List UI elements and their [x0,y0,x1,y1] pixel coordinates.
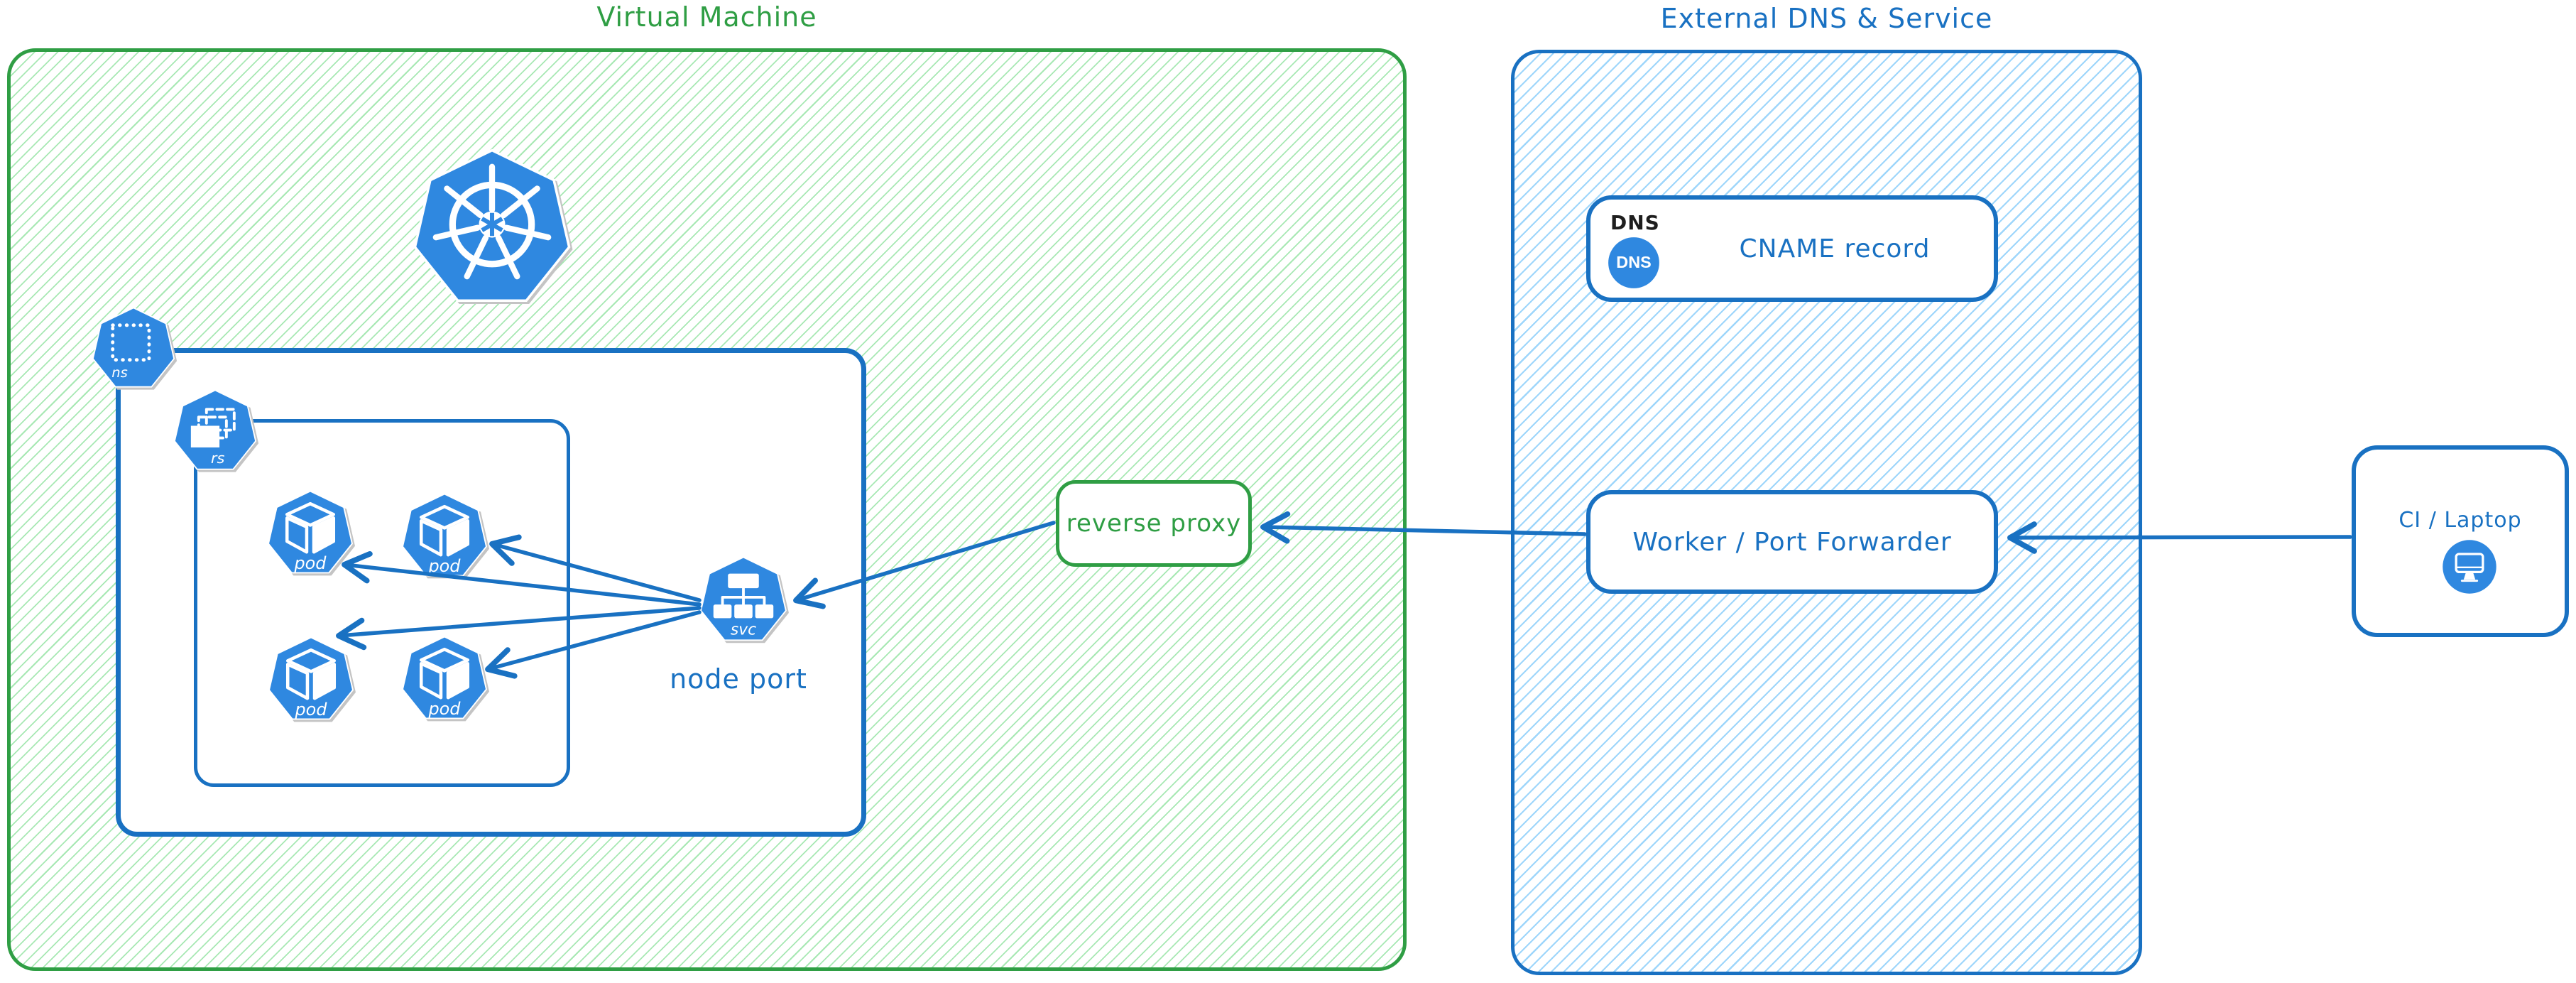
external-dns-service-title: External DNS & Service [1660,3,1993,34]
worker-port-forwarder-box: Worker / Port Forwarder [1586,490,1998,594]
ci-laptop-box: CI / Laptop [2352,445,2569,637]
dns-icon: DNS [1608,237,1659,288]
replicaset-icon: rs [173,389,257,470]
monitor-icon [2443,540,2496,594]
pod-icon-label: pod [294,700,327,719]
pod-icon-label: pod [427,556,461,576]
pod-icon: pod [268,490,353,574]
dns-tag-label: DNS [1610,211,1660,234]
reverse-proxy-label: reverse proxy [1066,509,1242,538]
pod-icon: pod [402,493,487,577]
pod-icon-label: pod [427,699,461,719]
node-port-caption: node port [670,663,807,695]
namespace-icon: ns [92,307,175,388]
service-icon-label: svc [731,621,756,639]
ci-laptop-label: CI / Laptop [2398,508,2522,533]
cname-record-label: CNAME record [1739,234,1931,264]
reverse-proxy-box: reverse proxy [1056,480,1252,567]
service-icon: svc [700,556,787,641]
virtual-machine-title: Virtual Machine [596,1,817,33]
worker-port-forwarder-label: Worker / Port Forwarder [1632,527,1952,557]
pod-icon-label: pod [293,553,327,573]
cname-record-box: DNS DNS CNAME record [1586,195,1998,302]
pod-icon: pod [268,636,354,720]
kubernetes-logo-icon [413,148,571,302]
dns-icon-label: DNS [1616,253,1651,271]
namespace-icon-label: ns [111,364,128,381]
replicaset-icon-label: rs [211,450,225,467]
pod-icon: pod [402,636,487,719]
